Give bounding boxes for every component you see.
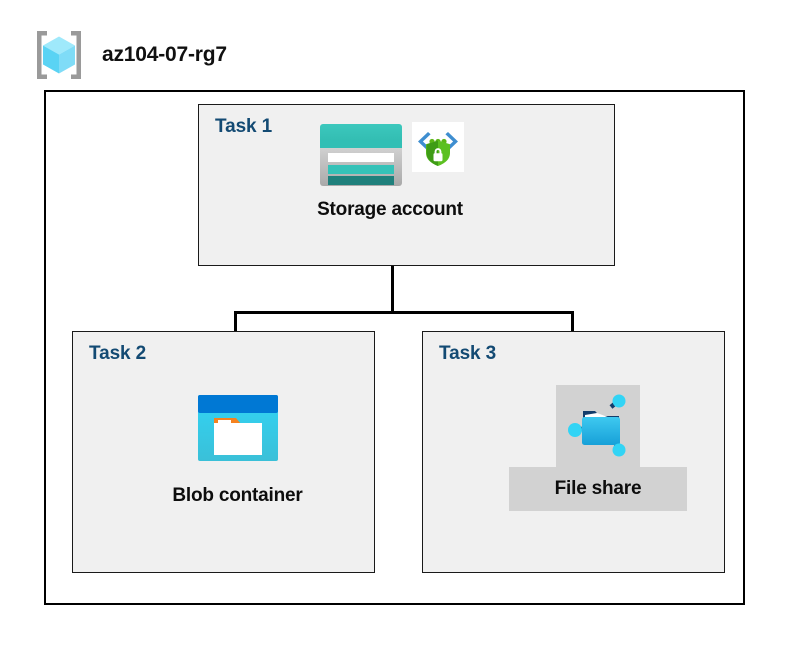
blob-container-caption: Blob container	[172, 485, 303, 506]
node-storage-account[interactable]: Storage account	[290, 122, 490, 221]
task-3-label: Task 3	[439, 343, 497, 364]
storage-account-caption: Storage account	[317, 199, 463, 220]
node-blob-container[interactable]: Blob container	[150, 393, 325, 507]
node-file-share[interactable]: File share	[509, 385, 687, 511]
resource-group-header: az104-07-rg7	[30, 26, 227, 84]
file-share-icon	[561, 389, 635, 463]
storage-account-icon	[317, 122, 405, 188]
storage-account-icon-row	[317, 122, 464, 192]
task-1-label: Task 1	[215, 116, 273, 137]
blob-container-icon	[196, 393, 280, 463]
task-2-label: Task 2	[89, 343, 147, 364]
secure-endpoint-shield-icon	[411, 122, 464, 172]
task-1-box: Task 1	[198, 104, 615, 266]
file-share-caption-highlight: File share	[509, 467, 687, 511]
resource-group-cube-icon	[30, 26, 88, 84]
file-share-icon-highlight	[556, 385, 640, 467]
file-share-caption: File share	[554, 478, 642, 499]
resource-group-title: az104-07-rg7	[102, 43, 227, 66]
connector-storage-trunk	[391, 266, 394, 313]
connector-horizontal-bus	[234, 311, 574, 314]
